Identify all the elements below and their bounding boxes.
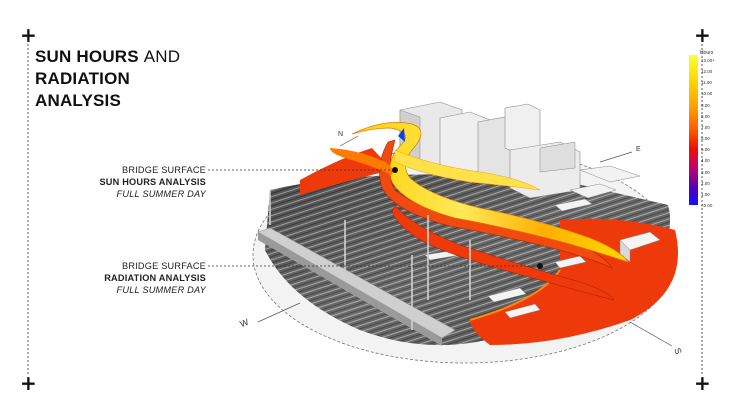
- callout-radiation-line1: BRIDGE SURFACE: [122, 261, 206, 271]
- compass-north-label: N: [338, 131, 344, 138]
- legend-tick-label: 4.00: [701, 158, 710, 164]
- legend-tick-label: 6.00: [701, 136, 710, 142]
- compass-tick-south: [629, 321, 673, 347]
- callout-sun-hours: BRIDGE SURFACE SUN HOURS ANALYSIS FULL S…: [80, 164, 206, 200]
- legend-tick-label: 3.00: [701, 169, 710, 175]
- legend-tick-label: 7.00: [701, 124, 710, 130]
- page-title: SUN HOURS AND RADIATION ANALYSIS: [35, 46, 180, 112]
- legend-tick-label: 8.00: [701, 113, 710, 119]
- bridge-sunhours-ribbon-upper: [394, 149, 541, 191]
- bridge-radiation-ribbon-lower: [391, 204, 615, 301]
- title-line1-bold: SUN HOURS: [35, 47, 139, 66]
- legend-tick-label: <0.00: [701, 203, 713, 208]
- bridge-sunhours-ribbon: [351, 122, 629, 263]
- title-line1-light: AND: [143, 47, 181, 66]
- legend-tick-label: 9.00: [701, 102, 710, 108]
- elevated-walkway: [257, 227, 456, 339]
- north-arrow-marker: [398, 128, 405, 142]
- compass-tick-east: [599, 151, 633, 163]
- legend-tick-label: 10.00: [701, 91, 713, 97]
- callout-radiation-line2: RADIATION ANALYSIS: [104, 273, 206, 283]
- callout-dot-sun-hours: [392, 167, 398, 173]
- elevated-walkway-side: [258, 232, 442, 346]
- bridge-ribbon-left-arm: [330, 148, 393, 175]
- callout-sun-hours-line1: BRIDGE SURFACE: [122, 165, 206, 175]
- corner-cross-bottom-left: +: [20, 371, 37, 395]
- legend-title: Hours: [700, 50, 714, 56]
- legend-tick-label: 13.00+: [701, 58, 715, 63]
- title-line2: RADIATION: [35, 69, 130, 88]
- legend-tick-label: 2.00: [701, 180, 710, 186]
- compass-east-label: E: [636, 146, 641, 153]
- legend-tick-label: 5.00: [701, 147, 710, 153]
- legend-tick-label: 11.00: [701, 80, 712, 86]
- corner-cross-top-right: +: [694, 23, 711, 47]
- corner-cross-bottom-right: +: [694, 371, 711, 395]
- callout-radiation-line3: FULL SUMMER DAY: [116, 285, 206, 295]
- rail-platform-blocks: [424, 198, 661, 319]
- callout-sun-hours-line3: FULL SUMMER DAY: [116, 189, 206, 199]
- legend-tick-label: 1.00: [701, 191, 710, 197]
- legend-tick-label: 12.00: [701, 69, 713, 75]
- corner-cross-top-left: +: [20, 23, 37, 47]
- title-line3: ANALYSIS: [35, 91, 121, 110]
- legend-color-bar: [689, 55, 698, 205]
- bridge-pylons: [269, 190, 471, 330]
- callout-sun-hours-line2: SUN HOURS ANALYSIS: [99, 177, 206, 187]
- compass-tick-north: [339, 135, 359, 147]
- callout-radiation: BRIDGE SURFACE RADIATION ANALYSIS FULL S…: [80, 260, 206, 296]
- compass-tick-west: [257, 302, 301, 323]
- callout-dot-radiation: [537, 263, 543, 269]
